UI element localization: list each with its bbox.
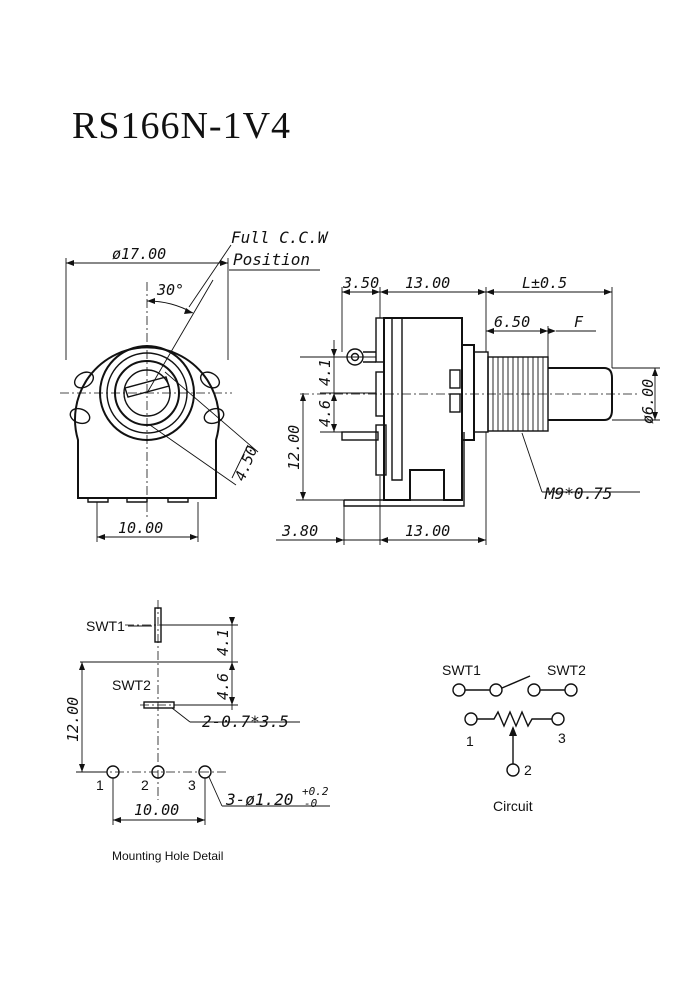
mh-dim-41: 4.1 <box>214 629 232 656</box>
front-view: ø17.00 30° Full C.C.W Position 4.50 10.0… <box>60 228 329 542</box>
mh-dim-12: 12.00 <box>64 697 82 742</box>
dim-ext-slot-1 <box>164 371 259 453</box>
mh-hole-2 <box>151 765 165 779</box>
circuit-swt2-label: SWT2 <box>547 662 586 678</box>
mh-swt2-label: SWT2 <box>112 677 151 693</box>
circuit-swt2-term-b <box>564 683 578 697</box>
switch-terminal <box>341 431 379 441</box>
circuit-caption: Circuit <box>493 798 533 814</box>
thread-leader <box>521 432 543 493</box>
front-shaft-slot <box>124 376 170 398</box>
dim-ext-slot-2 <box>149 424 237 486</box>
dim-text-slot: 4.50 <box>231 443 261 483</box>
side-clip-2 <box>449 393 461 413</box>
dim-text-380: 3.80 <box>281 522 318 540</box>
mh-swt1-label: SWT1 <box>86 618 125 634</box>
mh-pin1: 1 <box>96 777 104 793</box>
dim-text-13-top: 13.00 <box>405 274 450 292</box>
dim-text-46: 4.6 <box>316 400 334 427</box>
angle-text: 30° <box>156 281 184 299</box>
dim-line-slot <box>231 444 249 479</box>
drawing-title: RS166N-1V4 <box>72 105 292 147</box>
dim-text-41: 4.1 <box>316 359 334 386</box>
dim-text-350: 3.50 <box>342 274 379 292</box>
circuit-pin1: 1 <box>466 733 474 749</box>
mh-hole-note: 3-ø1.20 <box>225 790 293 809</box>
dim-text-pitch: 10.00 <box>118 519 163 537</box>
switch-pin-1 <box>375 317 385 363</box>
circuit-swt2-term-a <box>527 683 541 697</box>
mh-hole-tol-minus: -0 <box>304 797 318 810</box>
front-plate <box>461 344 475 441</box>
circuit-swt1-label: SWT1 <box>442 662 481 678</box>
circuit-resistor <box>477 710 552 728</box>
dim-text-13-bot: 13.00 <box>405 522 450 540</box>
side-view: 3.50 13.00 L±0.5 6.50 F ø6.00 4.1 4.6 12… <box>276 274 660 545</box>
switch-pin-3 <box>375 424 387 476</box>
note-line1: Full C.C.W <box>231 228 329 247</box>
mh-hole-tol-plus: +0.2 <box>302 785 329 798</box>
circuit-pot-pin1 <box>464 712 478 726</box>
dim-text-12: 12.00 <box>285 425 303 470</box>
circuit-swt1-term-a <box>452 683 466 697</box>
circuit-diagram: SWT1 SWT2 1 3 2 Circuit <box>442 662 586 814</box>
mh-caption: Mounting Hole Detail <box>112 849 223 863</box>
mh-pin3: 3 <box>188 777 196 793</box>
side-bracket <box>343 432 465 507</box>
side-body-rib <box>391 318 403 481</box>
angle-ray <box>146 279 214 394</box>
mh-dim-46: 4.6 <box>214 673 232 700</box>
side-clip-1 <box>449 369 461 389</box>
mh-dim-pitch: 10.00 <box>134 801 179 819</box>
circuit-pin3: 3 <box>558 730 566 746</box>
dim-text-dia: ø17.00 <box>112 245 166 263</box>
note-leader <box>188 244 232 308</box>
dim-text-F: F <box>574 313 584 331</box>
dim-text-phi6: ø6.00 <box>639 379 657 424</box>
dim-text-L: L±0.5 <box>522 274 567 292</box>
circuit-pot-pin3 <box>551 712 565 726</box>
front-pads <box>69 371 225 425</box>
note-line2: Position <box>233 250 310 269</box>
lug-arm <box>363 351 376 363</box>
circuit-swt1-term-b <box>489 683 503 697</box>
mounting-hole-detail: SWT1 SWT2 2-0.7*3.5 1 2 3 4.1 4.6 12.00 <box>64 600 330 863</box>
dim-text-650: 6.50 <box>494 313 530 331</box>
circuit-switch-blade <box>501 675 531 689</box>
mh-pin2: 2 <box>141 777 149 793</box>
mh-slot-note: 2-0.7*3.5 <box>202 712 289 731</box>
nut-plate <box>473 351 489 433</box>
circuit-pot-pin2 <box>506 763 520 777</box>
circuit-pin2: 2 <box>524 762 532 778</box>
thread-text: M9*0.75 <box>544 484 612 503</box>
